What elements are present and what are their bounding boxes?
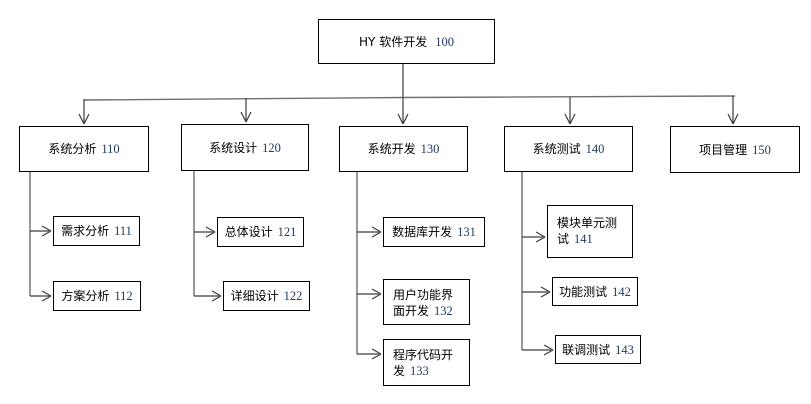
node-131: 数据库开发 131 — [383, 217, 485, 247]
node-label: 系统测试 — [532, 142, 581, 156]
node-label: 系统开发 — [367, 142, 416, 156]
node-142: 功能测试 142 — [552, 277, 638, 306]
node-label: 系统分析 — [48, 142, 97, 156]
edge-130-to-131 — [357, 226, 382, 238]
node-130: 系统开发 130 — [339, 126, 468, 172]
node-number: 143 — [615, 342, 634, 357]
node-label: 需求分析 — [61, 224, 110, 238]
node-111: 需求分析 111 — [53, 216, 140, 246]
node-number: 150 — [752, 142, 771, 157]
node-label: 项目管理 — [699, 142, 748, 157]
node-number: 142 — [612, 284, 631, 299]
node-140: 系统测试 140 — [504, 126, 633, 172]
node-label: 功能测试 — [559, 284, 608, 299]
node-label: 用户功能界面开发 — [393, 288, 454, 318]
node-120: 系统设计 120 — [181, 124, 309, 171]
edge-140-to-142 — [522, 286, 551, 298]
node-label: HY 软件开发 — [359, 34, 428, 49]
node-number: 130 — [420, 142, 440, 156]
edge-130-to-133 — [357, 348, 382, 360]
node-number: 100 — [435, 34, 454, 49]
node-label: 模块单元测试 — [557, 216, 618, 246]
node-label: 联调测试 — [562, 342, 611, 357]
node-100: HY 软件开发 100 — [318, 19, 495, 64]
node-121: 总体设计 121 — [217, 217, 304, 247]
node-122: 详细设计 122 — [223, 281, 310, 311]
node-number: 140 — [585, 142, 605, 156]
node-label: 总体设计 — [224, 225, 273, 239]
node-number: 131 — [457, 225, 476, 239]
node-number: 112 — [114, 289, 133, 303]
edge-140-to-141 — [522, 231, 546, 243]
edge-120-to-122 — [194, 290, 222, 302]
node-143: 联调测试 143 — [555, 335, 641, 364]
edge-bus-to-150 — [727, 96, 739, 125]
node-112: 方案分析 112 — [53, 281, 141, 311]
edge-120-to-121 — [194, 226, 216, 238]
edge-bus-to-120 — [240, 98, 252, 123]
node-label: 方案分析 — [61, 289, 110, 303]
node-label: 程序代码开发 — [393, 348, 454, 378]
node-number: 133 — [410, 364, 429, 378]
edge-top-bus — [83, 95, 736, 101]
edge-130-to-132 — [357, 288, 382, 300]
node-number: 110 — [101, 142, 120, 156]
edge-bus-to-140 — [564, 97, 576, 125]
node-number: 121 — [277, 225, 297, 239]
node-number: 120 — [262, 140, 281, 155]
edge-bus-to-130 — [397, 97, 409, 125]
edge-110-to-111 — [30, 225, 52, 237]
node-label: 数据库开发 — [392, 225, 453, 239]
node-label: 详细设计 — [230, 289, 279, 303]
edge-110-to-112 — [30, 290, 52, 302]
node-number: 111 — [114, 224, 132, 238]
node-label: 系统设计 — [209, 140, 258, 155]
node-number: 141 — [574, 232, 593, 246]
node-number: 122 — [283, 289, 303, 303]
node-number: 132 — [434, 304, 453, 318]
edge-140-to-143 — [522, 344, 554, 356]
node-150: 项目管理 150 — [670, 126, 800, 173]
node-110: 系统分析 110 — [19, 126, 149, 172]
edge-bus-to-110 — [78, 99, 90, 125]
